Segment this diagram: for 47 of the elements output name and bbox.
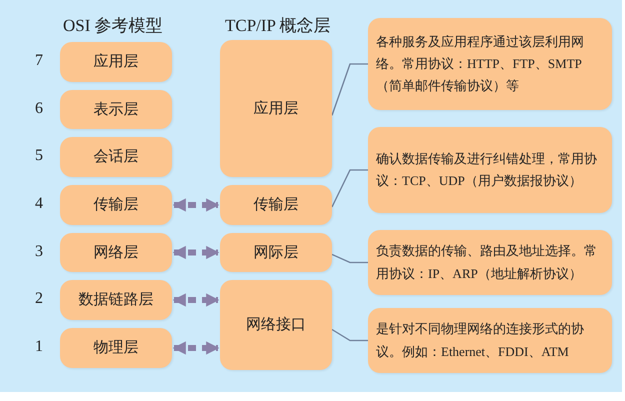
layer-box — [60, 90, 172, 129]
layer-box — [60, 42, 172, 82]
layer-number: 5 — [35, 147, 43, 165]
layer-number: 2 — [35, 290, 43, 308]
layer-number: 3 — [35, 243, 43, 261]
description-box — [368, 230, 612, 295]
double-arrow — [172, 246, 220, 260]
layer-box — [60, 280, 172, 320]
layer-name: 网际层 — [254, 244, 298, 262]
layer-name: 数据链路层 — [78, 291, 154, 309]
layer-box — [220, 185, 332, 225]
layer-name: 应用层 — [254, 100, 298, 118]
layer-box — [60, 137, 172, 177]
double-arrow — [172, 293, 220, 307]
layer-box — [60, 233, 172, 272]
layer-name: 会话层 — [94, 148, 138, 166]
layer-name: 表示层 — [94, 100, 138, 118]
column-heading: TCP/IP 概念层 — [225, 15, 331, 37]
leader-line — [331, 63, 368, 116]
description-box — [368, 18, 612, 110]
layer-box — [60, 185, 172, 225]
layer-name: 网络层 — [94, 244, 138, 262]
double-arrow — [172, 198, 220, 212]
description-box — [368, 127, 612, 213]
layer-box — [220, 233, 332, 272]
layer-name: 传输层 — [94, 196, 138, 214]
description-text: 负责数据的传输、路由及地址选择。常用协议：IP、ARP（地址解析协议） — [376, 242, 598, 282]
description-text: 各种服务及应用程序通过该层利用网络。常用协议：HTTP、FTP、SMTP（简单邮件传输协议）等 — [376, 32, 585, 96]
layer-name: 应用层 — [94, 53, 138, 71]
layer-name: 传输层 — [254, 196, 298, 214]
description-text: 是针对不同物理网络的连接形式的协议。例如：Ethernet、FDDI、ATM — [376, 320, 585, 360]
leader-line — [331, 169, 368, 208]
layer-name: 网络接口 — [246, 316, 306, 334]
layer-box — [60, 328, 172, 368]
column-heading: OSI 参考模型 — [63, 15, 163, 37]
layer-number: 6 — [35, 100, 43, 118]
description-text: 确认数据传输及进行纠错处理，常用协议：TCP、UDP（用户数据报协议） — [376, 150, 598, 190]
layer-box — [220, 40, 332, 177]
leader-line — [332, 254, 368, 264]
layer-number: 4 — [35, 195, 43, 213]
layer-number: 7 — [35, 52, 43, 70]
description-box — [368, 308, 612, 373]
layer-number: 1 — [35, 338, 43, 356]
double-arrow — [172, 341, 220, 355]
leader-line — [332, 328, 368, 342]
layer-name: 物理层 — [94, 339, 138, 357]
layer-box — [220, 280, 332, 370]
